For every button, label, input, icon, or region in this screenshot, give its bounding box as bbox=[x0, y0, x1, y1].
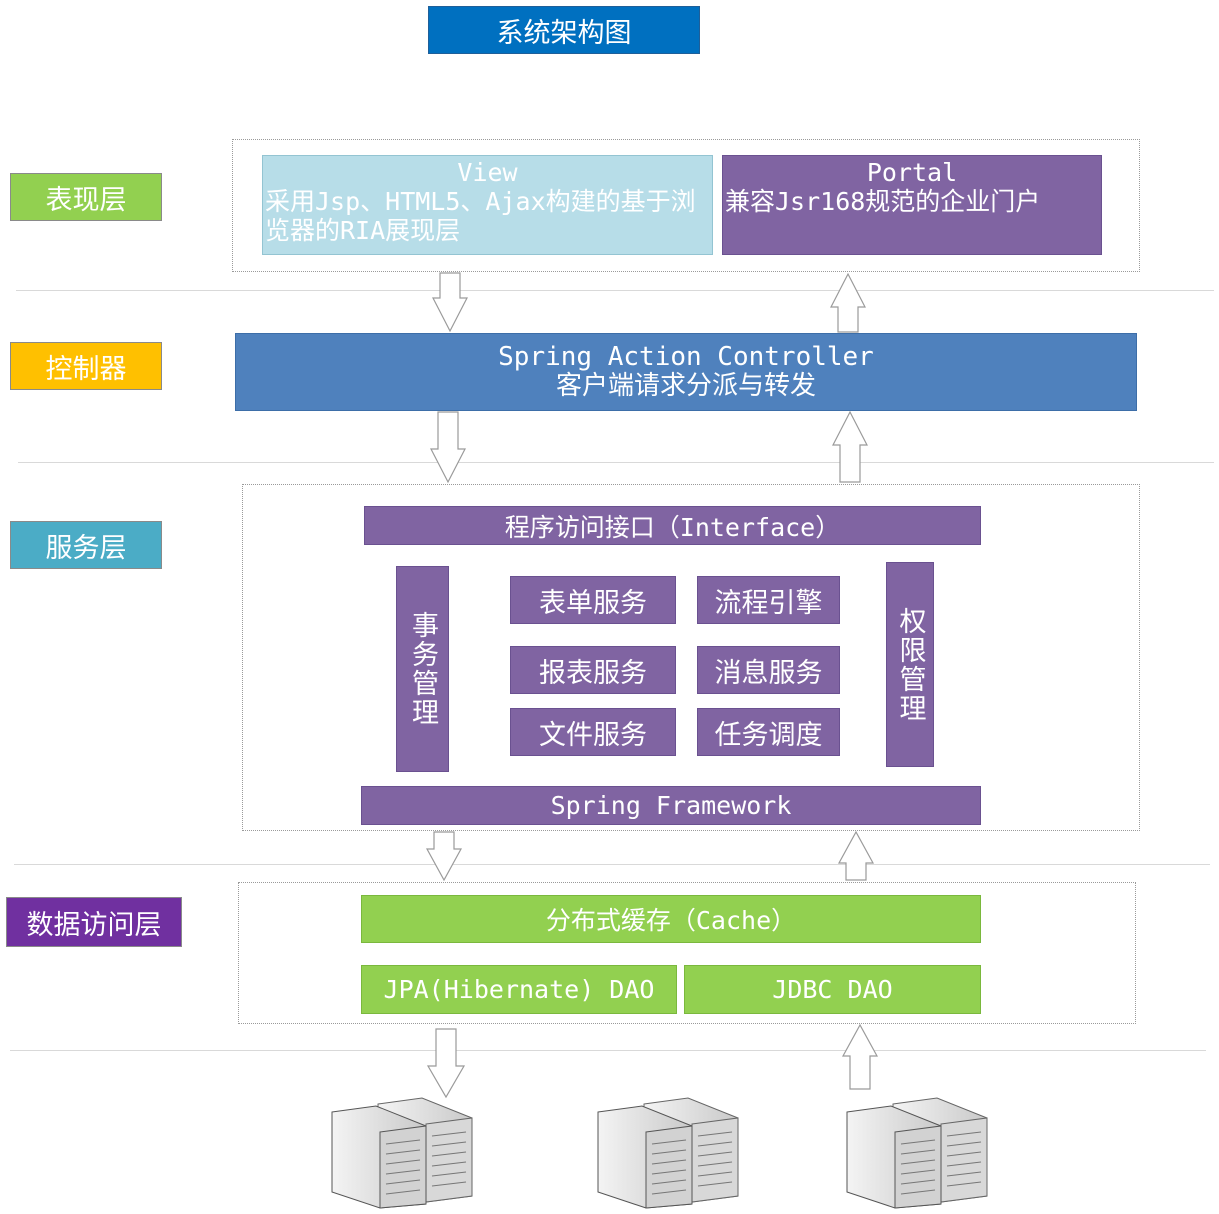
server-icon bbox=[331, 1097, 473, 1209]
transaction-management-box: 事务管理 bbox=[396, 566, 449, 772]
controller-line-1: Spring Action Controller bbox=[498, 342, 874, 372]
controller-box: Spring Action Controller 客户端请求分派与转发 bbox=[235, 333, 1137, 411]
server-icon bbox=[597, 1097, 739, 1209]
layer-label-controller: 控制器 bbox=[10, 342, 162, 390]
layer-label-data-access: 数据访问层 bbox=[6, 897, 182, 947]
server-icon bbox=[846, 1097, 988, 1209]
task-scheduling-box: 任务调度 bbox=[697, 708, 840, 756]
jdbc-dao-box: JDBC DAO bbox=[684, 965, 981, 1014]
interface-bar: 程序访问接口（Interface） bbox=[364, 506, 981, 545]
view-box: View 采用Jsp、HTML5、Ajax构建的基于浏览器的RIA展现层 bbox=[262, 155, 713, 255]
form-service-box: 表单服务 bbox=[510, 576, 676, 624]
message-service-box: 消息服务 bbox=[697, 646, 840, 694]
down-arrow-icon bbox=[426, 1028, 466, 1099]
up-arrow-icon bbox=[830, 272, 866, 333]
layer-separator bbox=[16, 290, 1214, 291]
layer-separator bbox=[14, 864, 1210, 865]
layer-separator bbox=[18, 462, 1214, 463]
report-service-box: 报表服务 bbox=[510, 646, 676, 694]
permission-management-label: 权限管理 bbox=[894, 606, 926, 723]
layer-separator bbox=[10, 1050, 1206, 1051]
down-arrow-icon bbox=[430, 411, 466, 484]
jpa-dao-box: JPA(Hibernate) DAO bbox=[361, 965, 677, 1014]
layer-label-service: 服务层 bbox=[10, 521, 162, 569]
cache-bar: 分布式缓存（Cache） bbox=[361, 895, 981, 943]
transaction-management-label: 事务管理 bbox=[407, 611, 438, 727]
portal-description: 兼容Jsr168规范的企业门户 bbox=[725, 187, 1041, 216]
view-description: 采用Jsp、HTML5、Ajax构建的基于浏览器的RIA展现层 bbox=[265, 187, 696, 245]
spring-framework-bar: Spring Framework bbox=[361, 786, 981, 825]
controller-line-2: 客户端请求分派与转发 bbox=[555, 371, 816, 401]
portal-box: Portal 兼容Jsr168规范的企业门户 bbox=[722, 155, 1102, 255]
file-service-box: 文件服务 bbox=[510, 708, 676, 756]
portal-title: Portal bbox=[866, 158, 958, 187]
diagram-title: 系统架构图 bbox=[428, 6, 700, 54]
down-arrow-icon bbox=[432, 272, 468, 333]
workflow-engine-box: 流程引擎 bbox=[697, 576, 840, 624]
up-arrow-icon bbox=[832, 410, 868, 483]
up-arrow-icon bbox=[837, 830, 875, 881]
layer-label-presentation: 表现层 bbox=[10, 173, 162, 221]
view-title: View bbox=[457, 158, 518, 187]
up-arrow-icon bbox=[841, 1023, 879, 1090]
permission-management-box: 权限管理 bbox=[886, 562, 934, 767]
down-arrow-icon bbox=[425, 831, 463, 882]
